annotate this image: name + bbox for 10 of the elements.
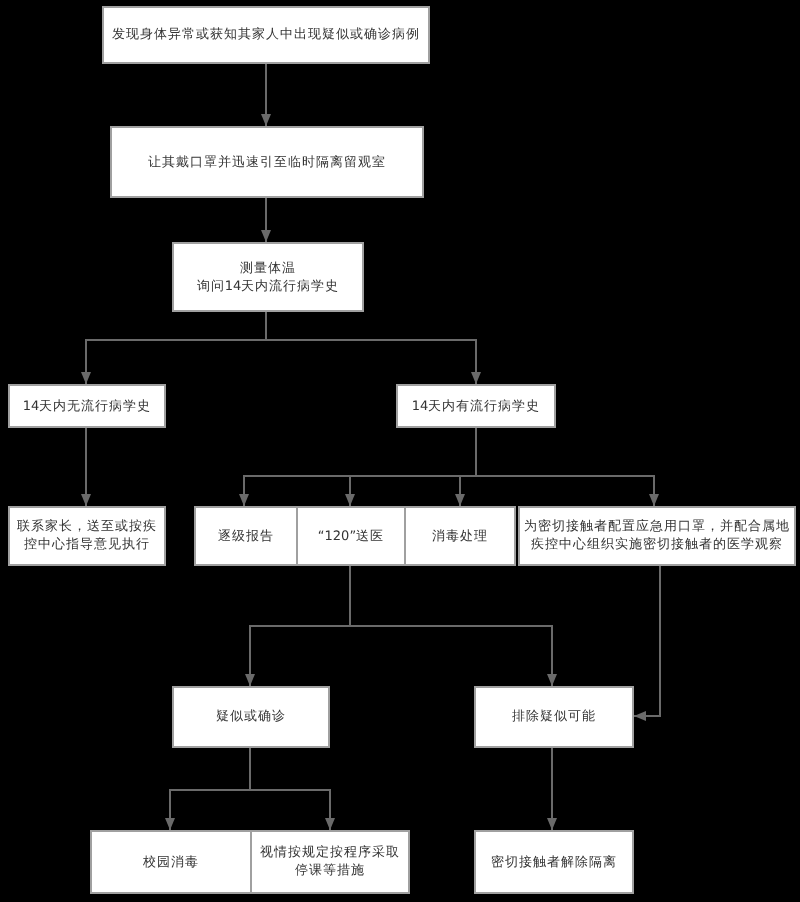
flow-arrow — [81, 427, 91, 507]
flow-arrow — [261, 197, 271, 243]
flow-arrow — [261, 63, 271, 127]
flow-arrow — [249, 747, 335, 831]
flow-arrow — [547, 747, 557, 831]
process-box — [172, 242, 364, 312]
flow-arrow — [265, 311, 481, 385]
flow-arrow — [633, 565, 661, 721]
flow-arrow — [475, 427, 659, 507]
flow-arrow — [349, 565, 557, 687]
